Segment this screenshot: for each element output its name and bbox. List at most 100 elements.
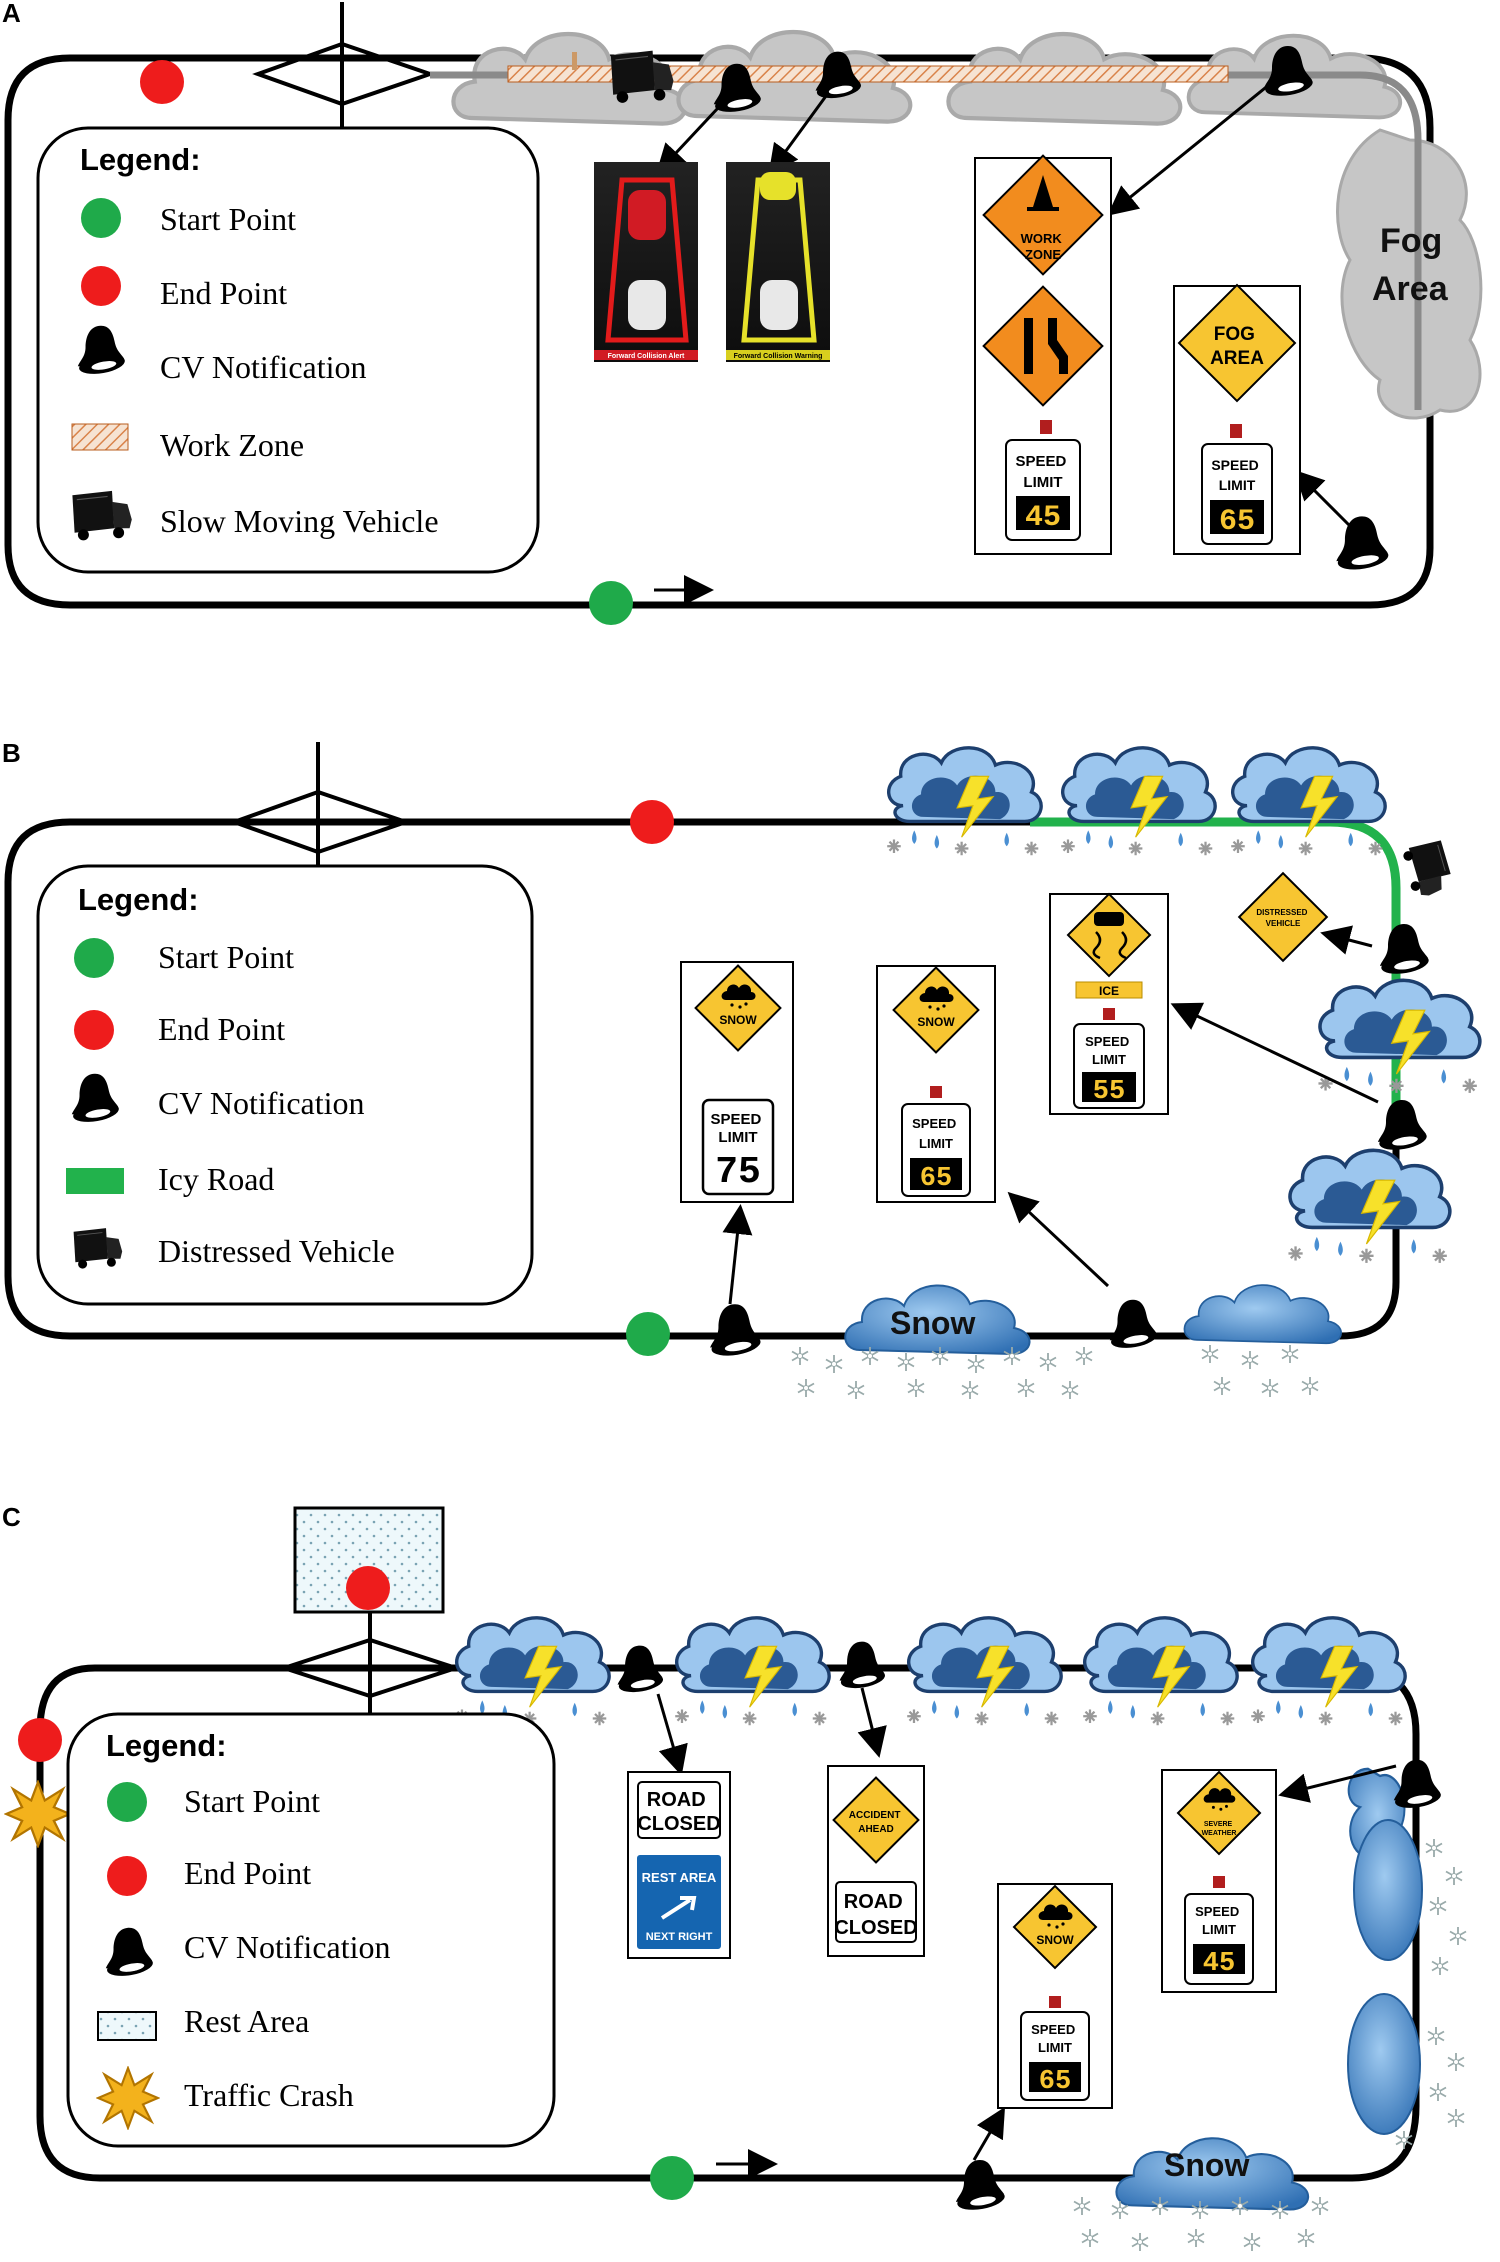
green-dot-icon (81, 198, 121, 238)
road-track (36, 1664, 1420, 2182)
panel-letter: A (2, 0, 21, 28)
end-point-marker (140, 60, 184, 104)
icy-road-icon (66, 1168, 124, 1194)
interchange (228, 742, 413, 868)
legend-item-end: End Point (160, 275, 287, 311)
legend-item-cv: CV Notification (184, 1929, 391, 1965)
legend-item-cv: CV Notification (158, 1085, 365, 1121)
svg-text:DISTRESSED VEHICLE: DISTRESSED VEHICLE (1256, 908, 1309, 928)
notification-arrows (655, 78, 1354, 530)
legend-b: Legend: Start Point End Point CV Notific… (36, 864, 534, 1306)
fog-area-label: Fog Area (1372, 222, 1452, 308)
work-zone-strip (507, 65, 1229, 83)
legend-title: Legend: (106, 1728, 227, 1763)
beacon-icon (1213, 1876, 1225, 1888)
speed-limit-text: SPEED LIMIT (1085, 1034, 1133, 1067)
panel-c: C Snow (2, 1502, 1467, 2252)
slippery-road-icon (1092, 912, 1128, 960)
start-point-marker (626, 1312, 670, 1356)
collision-alert-caption: Forward Collision Alert (608, 353, 685, 360)
bell-icon (1336, 516, 1390, 573)
start-point-marker (650, 2156, 694, 2200)
road-closed-text: ROAD CLOSED (834, 1891, 917, 1939)
legend-title: Legend: (78, 882, 199, 917)
legend-item-slow-vehicle: Slow Moving Vehicle (160, 503, 439, 539)
beacon-icon (930, 1086, 942, 1098)
snow-75-sign-group: SNOW SPEED LIMIT 75 (680, 961, 794, 1203)
fog-sign-group: FOG AREA SPEED LIMIT 65 (1173, 283, 1301, 555)
road-track (4, 54, 1434, 609)
beacon-icon (1049, 1996, 1061, 2008)
snow-65-sign-group: SNOW SPEED LIMIT 65 (876, 965, 996, 1203)
speed-limit-text: SPEED LIMIT (1015, 453, 1070, 491)
green-dot-icon (107, 1782, 147, 1822)
bell-icon (1379, 924, 1431, 978)
beacon-icon (1040, 420, 1052, 434)
red-dot-icon (107, 1856, 147, 1896)
notification-arrows (722, 925, 1379, 1305)
legend-item-icy: Icy Road (158, 1161, 274, 1197)
speed-limit-value: 65 (1219, 505, 1255, 539)
legend-a: Legend: Start Point End Point CV Notific… (36, 126, 540, 574)
severe-weather-sign-group: SEVERE WEATHER SPEED LIMIT 45 (1161, 1769, 1277, 1993)
snow-label: Snow (890, 1305, 975, 1341)
start-point-marker (589, 581, 633, 625)
legend-item-start: Start Point (160, 201, 296, 237)
speed-limit-value: 45 (1025, 501, 1061, 535)
legend-c: Legend: Start Point End Point CV Notific… (66, 1712, 556, 2148)
panel-letter: B (2, 738, 21, 768)
speed-limit-text: SPEED LIMIT (912, 1116, 960, 1151)
forward-collision-alert-screen: Forward Collision Alert (594, 162, 698, 362)
ice-plaque-text: ICE (1099, 984, 1119, 998)
arrow-right-icon (660, 1896, 697, 1920)
speed-limit-value: 45 (1203, 1949, 1235, 1979)
snow-65-sign-group: SNOW SPEED LIMIT 65 (997, 1883, 1113, 2109)
bell-icon (955, 2160, 1007, 2214)
legend-item-distressed: Distressed Vehicle (158, 1233, 395, 1269)
legend-item-start: Start Point (158, 939, 294, 975)
speed-limit-text: SPEED LIMIT (1031, 2022, 1079, 2055)
forward-collision-warning-screen: Forward Collision Warning (726, 162, 830, 362)
legend-item-cv: CV Notification (160, 349, 367, 385)
panel-b: B Snow (2, 738, 1482, 1400)
speed-limit-value: 55 (1093, 1077, 1125, 1107)
speed-limit-value: 75 (715, 1151, 761, 1194)
rest-area-icon (97, 2011, 157, 2041)
panel-a: A Fog Area (2, 0, 1483, 625)
next-right-text: NEXT RIGHT (646, 1931, 713, 1943)
bell-icon (1377, 1100, 1429, 1154)
crash-icon (97, 2067, 159, 2129)
work-zone-hatch-icon (71, 423, 129, 451)
speed-limit-text: SPEED LIMIT (1195, 1904, 1243, 1937)
legend-item-crash: Traffic Crash (184, 2077, 354, 2113)
beacon-icon (1230, 424, 1242, 438)
svg-text:ACCIDENT AHEAD: ACCIDENT AHEAD (849, 1810, 903, 1835)
legend-item-rest-area: Rest Area (184, 2003, 309, 2039)
bell-icon (1109, 1299, 1159, 1352)
collision-warning-caption: Forward Collision Warning (734, 353, 823, 360)
green-dot-icon (74, 938, 114, 978)
work-zone-sign-group: WORK ZONE SPEED LIMIT 45 (974, 154, 1112, 555)
bell-icon (709, 1304, 763, 1359)
work-zone-sign-text: WORK ZONE (1021, 231, 1066, 262)
severe-weather-text: SEVERE WEATHER (1202, 1821, 1237, 1837)
interchange (277, 1612, 463, 1724)
interchange (252, 2, 437, 128)
rest-area-sign-text: REST AREA (642, 1870, 717, 1885)
legend-item-end: End Point (184, 1855, 311, 1891)
fog-road-shade (430, 71, 1422, 410)
snow-cloud-group (1114, 1767, 1423, 2212)
end-point-marker (630, 800, 674, 844)
fog-cloud-group (453, 32, 1483, 420)
notification-arrows (656, 1687, 1397, 2161)
legend-item-end: End Point (158, 1011, 285, 1047)
speed-limit-value: 65 (920, 1164, 952, 1194)
legend-item-start: Start Point (184, 1783, 320, 1819)
distressed-vehicle-icon (1401, 839, 1455, 900)
fog-sign-text: FOG AREA (1210, 324, 1264, 369)
snow-sign-text: SNOW (719, 1013, 757, 1027)
legend-title: Legend: (80, 142, 201, 177)
panel-letter: C (2, 1502, 21, 1532)
road-closed-rest-area-sign: ROAD CLOSED REST AREA NEXT RIGHT (627, 1771, 731, 1959)
end-point-marker (346, 1566, 390, 1610)
